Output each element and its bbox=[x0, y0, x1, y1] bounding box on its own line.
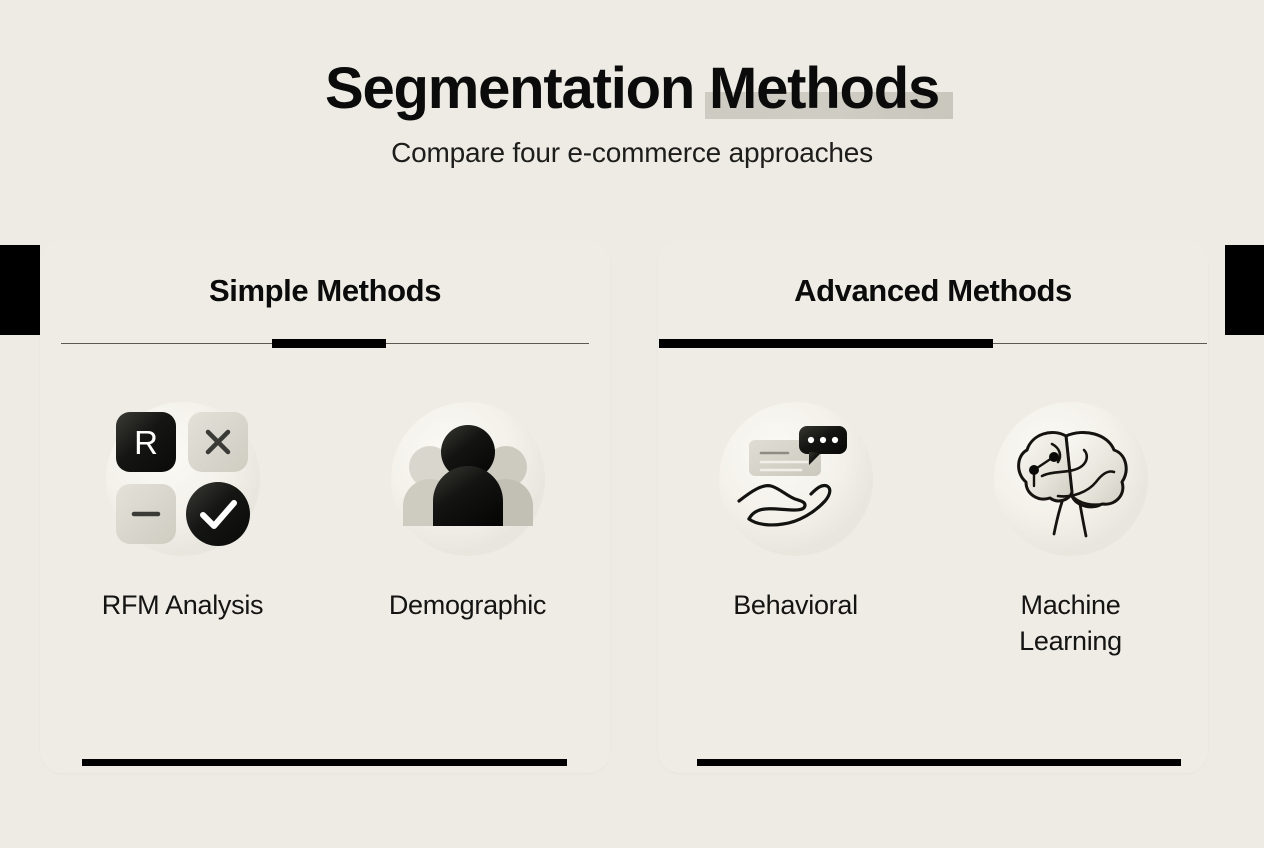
rfm-grid-icon: R bbox=[88, 384, 278, 574]
people-group-icon bbox=[373, 384, 563, 574]
method-label-machine-learning: Machine Learning bbox=[1019, 590, 1122, 656]
divider-accent-simple bbox=[272, 339, 386, 348]
method-item-behavioral[interactable]: Behavioral bbox=[678, 384, 914, 624]
card-title-simple: Simple Methods bbox=[208, 273, 442, 308]
method-list-simple: R RFM Analysis bbox=[40, 344, 610, 624]
divider-accent-advanced bbox=[659, 339, 994, 348]
hand-chat-icon bbox=[701, 384, 891, 574]
method-item-machine-learning[interactable]: Machine Learning bbox=[953, 384, 1189, 659]
method-item-rfm-analysis[interactable]: R RFM Analysis bbox=[65, 384, 301, 624]
cards-container: Simple Methods bbox=[0, 240, 1264, 775]
method-label-demographic: Demographic bbox=[388, 590, 547, 620]
card-divider-advanced bbox=[659, 339, 1207, 348]
method-list-advanced: Behavioral bbox=[658, 344, 1208, 659]
card-divider-simple bbox=[61, 339, 589, 348]
page-title-inner: Segmentation Methods bbox=[324, 56, 954, 121]
method-label-behavioral: Behavioral bbox=[733, 590, 858, 620]
method-label-rfm-analysis: RFM Analysis bbox=[101, 590, 264, 620]
page-header: Segmentation Methods Compare four e-comm… bbox=[0, 0, 1264, 169]
card-simple-methods[interactable]: Simple Methods bbox=[40, 240, 610, 773]
card-advanced-methods[interactable]: Advanced Methods bbox=[658, 240, 1208, 773]
page-title-plain: Segmentation bbox=[324, 56, 709, 121]
brain-circuit-icon bbox=[976, 384, 1166, 574]
page-title: Segmentation Methods bbox=[0, 0, 1264, 121]
page-title-highlight: Methods bbox=[704, 56, 954, 121]
left-edge-mark bbox=[0, 245, 40, 335]
card-title-advanced: Advanced Methods bbox=[794, 273, 1072, 308]
svg-text:R: R bbox=[134, 424, 158, 461]
card-footer-bar-simple bbox=[82, 759, 567, 766]
page-subtitle: Compare four e-commerce approaches bbox=[391, 136, 873, 168]
card-footer-bar-advanced bbox=[697, 759, 1181, 766]
right-edge-mark bbox=[1225, 245, 1264, 335]
method-item-demographic[interactable]: Demographic bbox=[350, 384, 586, 624]
